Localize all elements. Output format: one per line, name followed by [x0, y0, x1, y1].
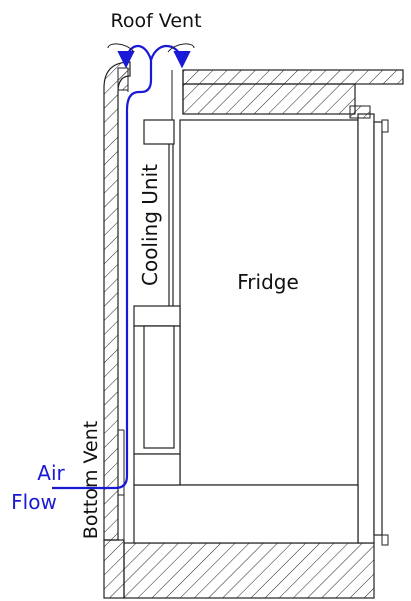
bottom-vent-label: Bottom Vent [80, 421, 102, 539]
roof-vent-label: Roof Vent [110, 10, 201, 32]
floor-hatched [103, 539, 375, 599]
roof-vent-opening [127, 70, 184, 120]
cooling-unit [133, 119, 181, 486]
cooling-unit-label: Cooling Unit [138, 164, 162, 286]
fridge-body [133, 105, 389, 546]
fridge-label: Fridge [237, 270, 299, 294]
airflow-path [52, 43, 195, 490]
air-label: Air [37, 461, 65, 485]
flow-label: Flow [11, 490, 57, 514]
roof-hatched [182, 69, 404, 115]
